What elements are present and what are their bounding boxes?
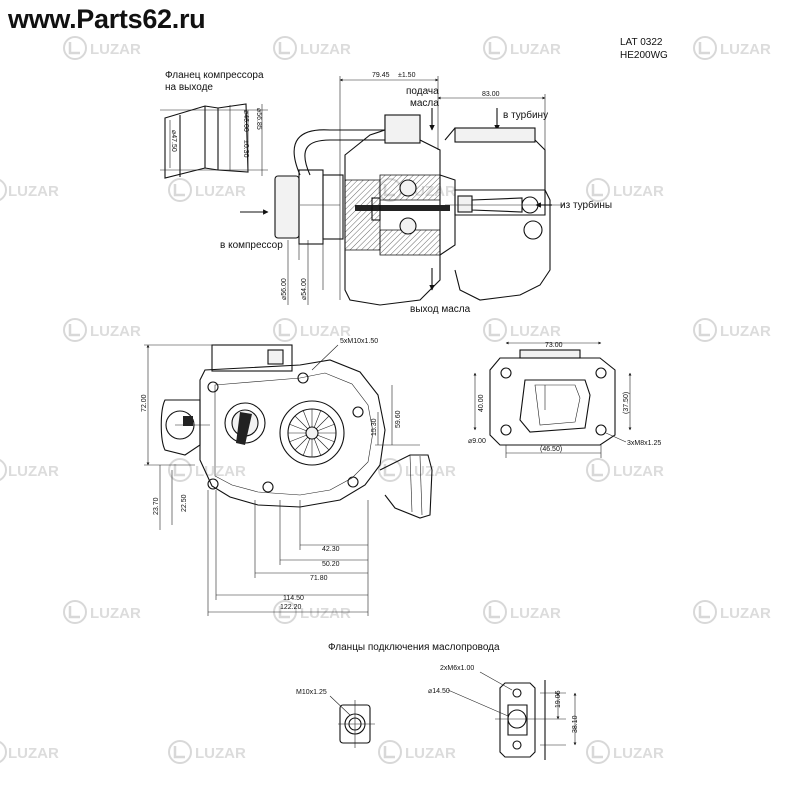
turbo-front-view (160, 344, 433, 519)
dim-38-10: 38.10 (572, 715, 579, 733)
watermark-text: LUZAR (510, 605, 561, 622)
label-oil-outlet: выход масла (410, 304, 471, 315)
watermark-text: LUZAR (90, 41, 141, 58)
dim-59-60: 59.60 (395, 410, 402, 428)
dim-42-30: 42.30 (322, 546, 340, 553)
dim-d46-00: ⌀46.00 (242, 110, 249, 132)
label-to-turbine: в турбину (503, 109, 548, 121)
dim-3xm8: 3xM8x1.25 (627, 440, 661, 447)
dim-23-70: 23.70 (153, 497, 160, 515)
dim-46-50: (46.50) (540, 446, 562, 453)
watermark-text: LUZAR (300, 323, 351, 340)
watermark-text: LUZAR (195, 745, 246, 762)
dim-37-50: (37.50) (623, 392, 630, 414)
dim-tol-46: ±0.30 (242, 140, 249, 158)
turbine-inlet-flange (489, 349, 616, 446)
part-number: LAT 0322 (620, 37, 663, 48)
watermark-text: LUZAR (613, 183, 664, 200)
watermark-text: LUZAR (90, 323, 141, 340)
dim-d56-00: ⌀56.00 (281, 278, 288, 300)
dim-d14-50: ⌀14.50 (428, 688, 450, 695)
watermark-text: LUZAR (613, 745, 664, 762)
watermark-text: LUZAR (510, 323, 561, 340)
dim-72-00: 72.00 (141, 394, 148, 412)
model-name: HE200WG (620, 50, 668, 61)
dim-73-00: 73.00 (545, 342, 563, 349)
dim-2xm6: 2xM6x1.00 (440, 665, 474, 672)
dim-71-80: 71.80 (310, 575, 328, 582)
dim-19-05: 19.05 (555, 690, 562, 708)
watermark-text: LUZAR (8, 745, 59, 762)
dim-79-45: 79.45 (372, 72, 390, 79)
label-compressor-flange-2: на выходе (165, 82, 213, 93)
watermark-text: LUZAR (300, 41, 351, 58)
watermark-text: LUZAR (8, 463, 59, 480)
dim-114-50: 114.50 (283, 595, 304, 602)
dim-40-00: 40.00 (478, 394, 485, 412)
watermark-text: LUZAR (8, 183, 59, 200)
label-oil-feed-1: подача (406, 86, 439, 97)
site-url: www.Parts62.ru (8, 4, 206, 34)
watermark-text: LUZAR (90, 605, 141, 622)
label-to-compressor: в компрессор (220, 240, 283, 251)
watermark-text: LUZAR (405, 463, 456, 480)
compressor-outlet-flange (160, 103, 268, 179)
oil-inlet-fitting (338, 700, 375, 748)
dim-83-00: 83.00 (482, 91, 500, 98)
watermark-text: LUZAR (720, 41, 771, 58)
dim-d47-50: ⌀47.50 (170, 130, 177, 152)
watermark-text: LUZAR (720, 605, 771, 622)
label-oil-feed-2: масла (410, 98, 439, 109)
dim-50-20: 50.20 (322, 561, 340, 568)
dim-122-20: 122.20 (280, 604, 302, 611)
dim-d54-00: ⌀54.00 (301, 278, 308, 300)
watermark-text: LUZAR (720, 323, 771, 340)
dim-tol-79-45: ±1.50 (398, 72, 416, 79)
watermark-text: LUZAR (300, 605, 351, 622)
watermark-text: LUZAR (613, 463, 664, 480)
watermark-grid: LUZAR LUZAR LUZAR LUZAR LUZAR LUZAR LUZA… (0, 35, 771, 765)
watermark-text: LUZAR (510, 41, 561, 58)
label-from-turbine: из турбины (560, 199, 612, 211)
dim-d56-85: ⌀56.85 (255, 108, 262, 130)
turbo-side-section (274, 114, 565, 306)
dim-d9-00: ⌀9.00 (468, 438, 486, 445)
dim-5xm10: 5xM10x1.50 (340, 338, 378, 345)
label-oil-line-flanges: Фланцы подключения маслопровода (328, 642, 500, 653)
watermark-text: LUZAR (405, 745, 456, 762)
oil-outlet-flange (495, 679, 546, 760)
dim-m10: M10x1.25 (296, 689, 327, 696)
dim-15-30: 15.30 (371, 418, 378, 436)
label-compressor-flange-1: Фланец компрессора (165, 70, 264, 81)
dim-22-50: 22.50 (181, 494, 188, 512)
watermark-text: LUZAR (195, 183, 246, 200)
